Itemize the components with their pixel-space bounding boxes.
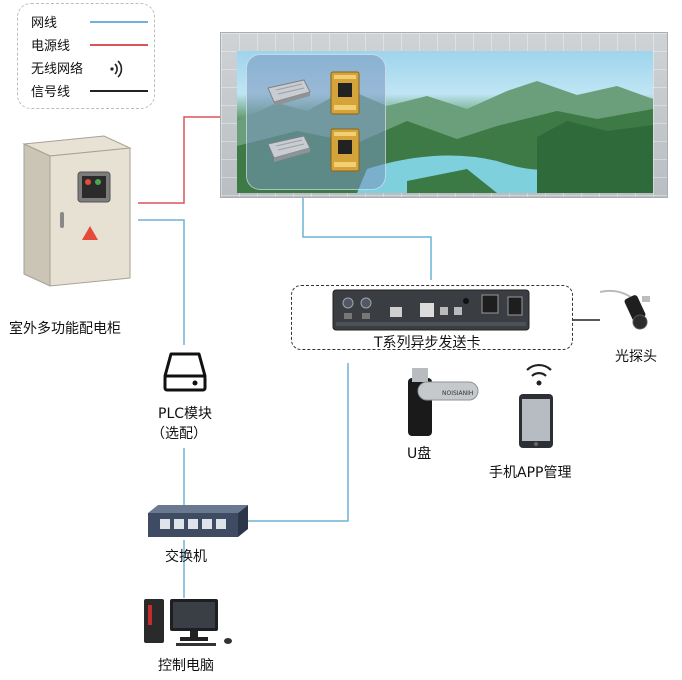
legend-power-swatch bbox=[90, 44, 148, 46]
led-display-icon bbox=[220, 32, 668, 198]
plc-optional-label: （选配） bbox=[151, 426, 207, 442]
smartphone-icon bbox=[519, 394, 553, 448]
power-supply-icon bbox=[267, 79, 311, 106]
usb-drive-label: U盘 bbox=[407, 446, 432, 462]
network-line-cabinet-plc bbox=[138, 219, 185, 345]
legend-power-label: 电源线 bbox=[31, 39, 71, 54]
legend-wireless-label: 无线网络 bbox=[31, 62, 84, 77]
legend-network-swatch bbox=[90, 21, 148, 23]
legend-signal-label: 信号线 bbox=[31, 85, 71, 100]
plc-module-icon bbox=[163, 352, 207, 392]
switch-label: 交换机 bbox=[165, 549, 207, 565]
legend-signal-swatch bbox=[90, 90, 148, 92]
sender-card-frame bbox=[291, 285, 573, 350]
sender-card-device-icon bbox=[332, 289, 530, 331]
component-panel bbox=[246, 54, 386, 190]
power-line bbox=[138, 116, 236, 204]
wifi-icon bbox=[110, 60, 123, 78]
plc-module-label: PLC模块 bbox=[158, 406, 213, 422]
electrical-cabinet-icon bbox=[22, 135, 132, 287]
light-sensor-icon bbox=[599, 289, 650, 330]
legend-network-label: 网线 bbox=[31, 16, 58, 31]
network-switch-icon bbox=[148, 505, 248, 537]
network-line-switch-sender bbox=[246, 363, 349, 522]
receiver-card-icon bbox=[330, 71, 360, 115]
power-supply-icon bbox=[267, 135, 311, 162]
light-probe-label: 光探头 bbox=[615, 349, 657, 365]
wifi-icon bbox=[526, 363, 552, 386]
receiver-card-icon bbox=[330, 128, 360, 172]
network-line-screen-sender bbox=[302, 196, 432, 280]
computer-label: 控制电脑 bbox=[158, 658, 214, 674]
cabinet-label: 室外多功能配电柜 bbox=[9, 321, 121, 337]
legend: 网线 电源线 无线网络 信号线 bbox=[17, 3, 155, 109]
usb-drive-icon: NOISIANIH bbox=[408, 368, 479, 436]
desktop-computer-icon bbox=[144, 599, 232, 646]
sender-card-label: T系列异步发送卡 bbox=[374, 335, 481, 351]
phone-app-label: 手机APP管理 bbox=[489, 465, 572, 481]
usb-brand-text: NOISIANIH bbox=[442, 390, 473, 397]
